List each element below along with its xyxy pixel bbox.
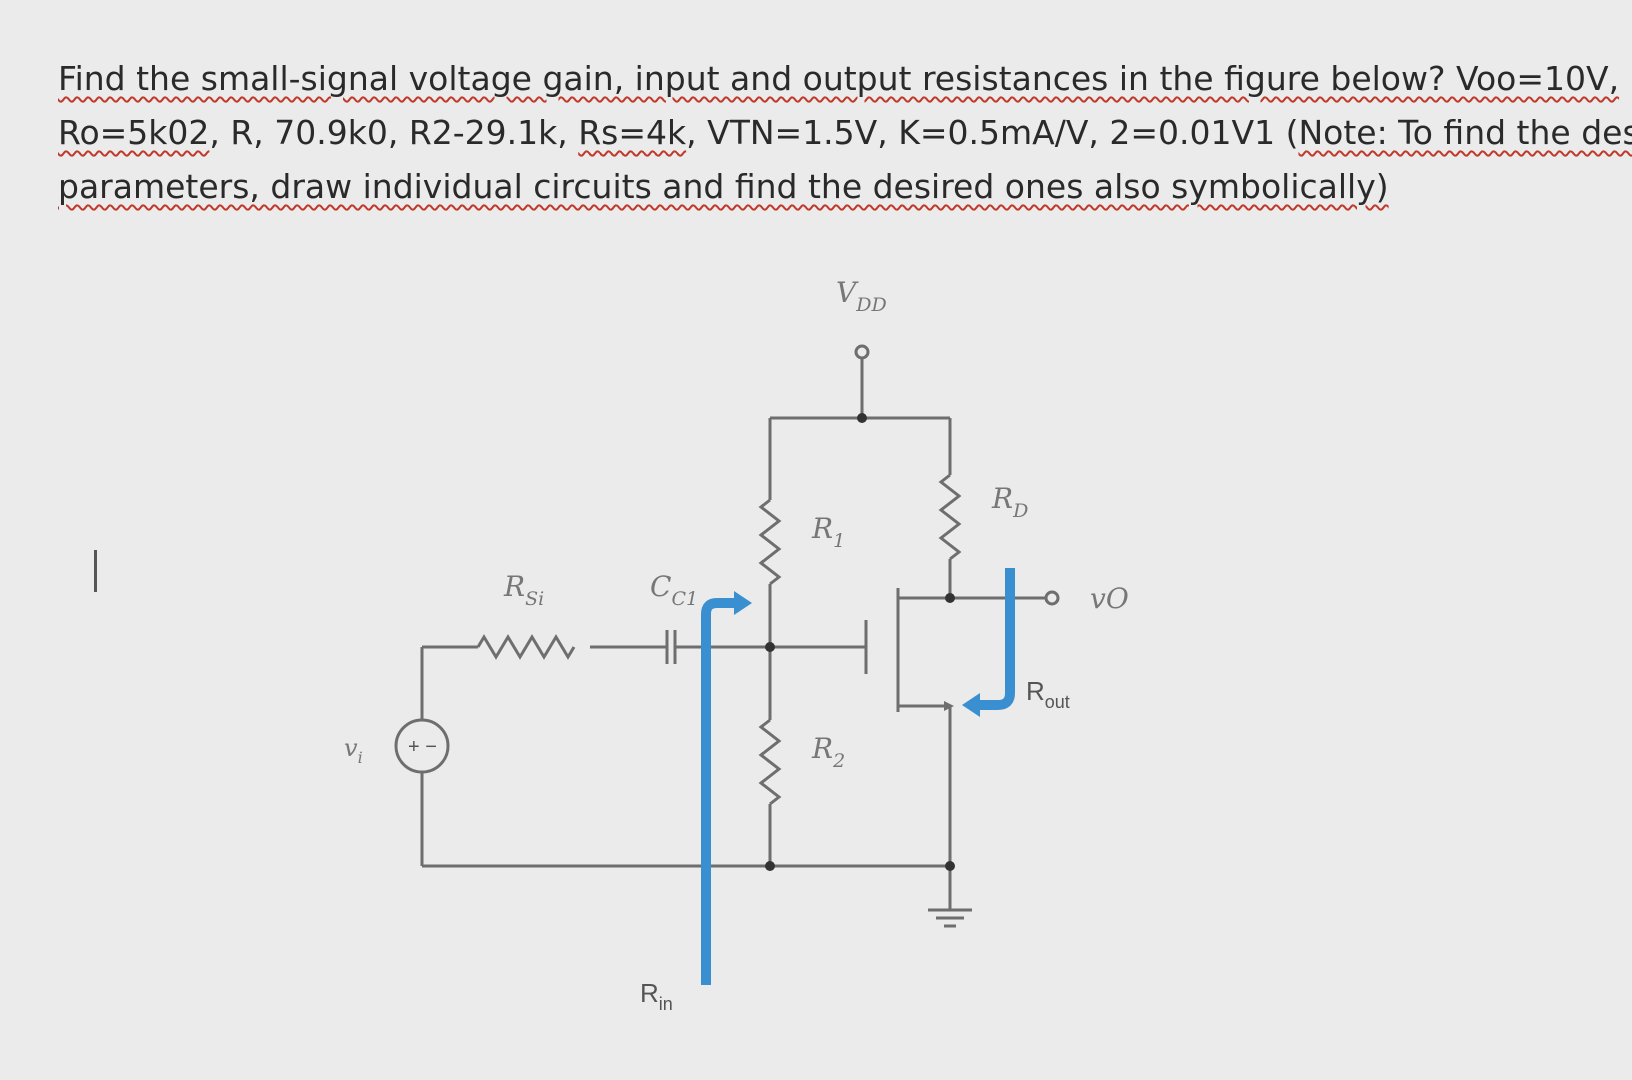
rsi-resistor [476,634,576,660]
vdd-label: VDD [836,276,887,316]
rin-arrow-head-icon [734,591,752,615]
rout-arrow-head-icon [962,693,980,717]
question-segment: , R, 70.9k0, R2-29.1k, [209,113,579,152]
junction-dot-bottom-right [945,861,955,871]
junction-dot-gate [765,642,775,652]
cc-label: CC1 [650,570,698,610]
question-segment: , VTN=1.5V, K=0.5mA/V, 2=0.01V1 ( [686,113,1299,152]
question-line-3: parameters, draw individual circuits and… [58,160,1578,214]
vo-label: vO [1090,582,1129,615]
rin-label: Rin [640,978,673,1014]
vi-label: vi [344,734,363,767]
question-line-2: Ro=5k02, R, 70.9k0, R2-29.1k, Rs=4k, VTN… [58,106,1632,160]
rout-arrow [978,568,1015,710]
rd-label: RD [991,482,1028,522]
source-polarity-label: + − [408,736,437,758]
rout-label: Rout [1026,676,1070,712]
question-line-1: Find the small-signal voltage gain, inpu… [58,52,1619,106]
rsi-label: RSi [503,570,544,610]
question-segment: Find the small-signal voltage gain, inpu… [58,59,1620,98]
junction-dot-top [857,413,867,423]
junction-dot-bottom-left [765,861,775,871]
text-cursor [94,550,97,592]
vo-terminal [1044,590,1060,606]
question-text: Find the small-signal voltage gain, inpu… [58,52,1632,214]
question-segment: Note: To find the desired [1298,113,1632,152]
rd-resistor [938,473,962,561]
r1-label: R1 [811,512,845,552]
r1-resistor [758,498,782,586]
r2-label: R2 [811,732,845,772]
mosfet-arrow-icon [944,701,954,711]
rin-arrow [701,598,736,985]
r2-resistor [758,718,782,806]
question-segment: parameters, draw individual circuits and… [58,167,1389,206]
question-segment: Rs=4k [578,113,687,152]
question-segment: Ro=5k02 [58,113,210,152]
junction-dot-drain [945,593,955,603]
vdd-terminal [854,344,870,360]
